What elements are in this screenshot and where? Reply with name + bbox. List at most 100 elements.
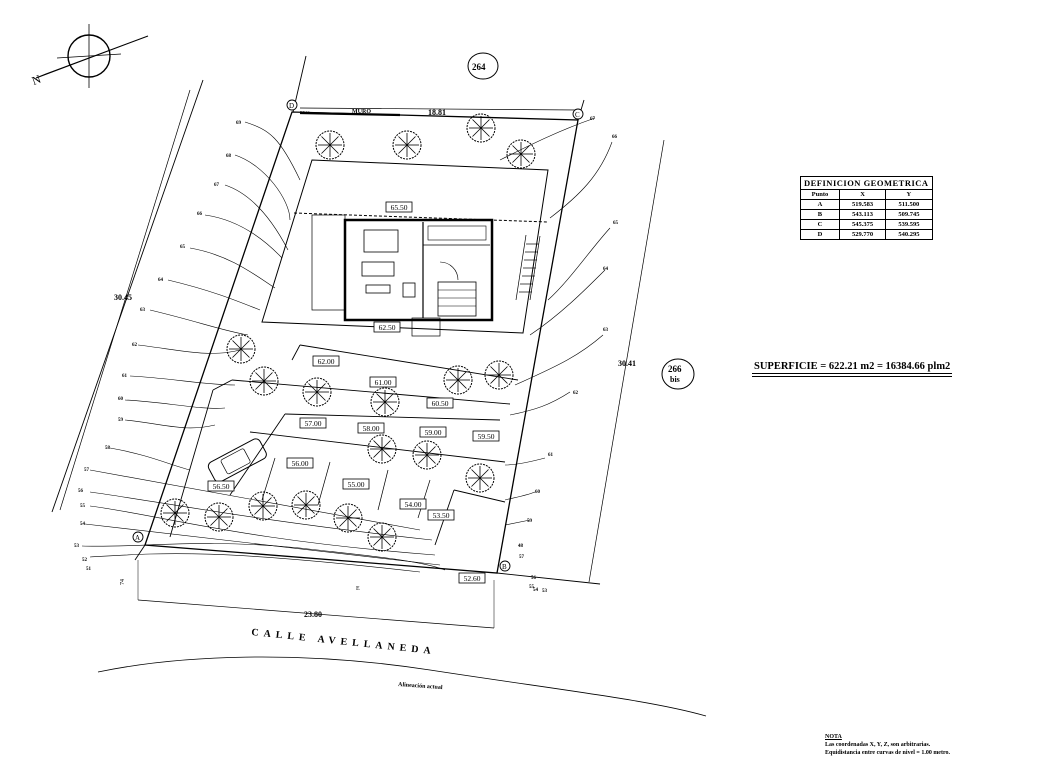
contour-label: 62 (573, 391, 579, 396)
elevation-label: 56.00 (292, 459, 309, 468)
contour-label: 54 (533, 588, 539, 593)
contour-label: 66 (197, 212, 203, 217)
tree-icon (333, 503, 363, 533)
elevation-box (207, 480, 235, 492)
tree-icon (291, 490, 321, 520)
contour-label: 68 (226, 154, 232, 159)
elevation-box (399, 498, 427, 510)
dimension-bottom-label: 23.80 (304, 610, 322, 619)
table-cell: 519.583 (838, 199, 887, 210)
table-cell: B (800, 209, 840, 220)
tree-icon (204, 502, 234, 532)
contour-label: 65 (180, 245, 186, 250)
contour-label: 54 (80, 522, 86, 527)
elevation-label: 65.50 (391, 203, 408, 212)
north-label: N (30, 72, 43, 88)
elevation-label: 56.50 (213, 482, 230, 491)
parcel-boundary (144, 111, 579, 574)
elevation-label: 62.00 (318, 357, 335, 366)
table-cell: 540.295 (885, 229, 933, 240)
car-icon (207, 438, 267, 483)
table-cell: 543.113 (838, 209, 887, 220)
contour-label: 55 (529, 585, 535, 590)
tree-icon (443, 365, 473, 395)
contour-label: 57 (84, 468, 90, 473)
misc-74-label: 74 (120, 579, 126, 585)
elevation-box (357, 422, 385, 434)
parcel-264-label: 264 (472, 62, 486, 72)
geometry-header-y: Y (885, 189, 933, 200)
elevation-label: 58.00 (363, 424, 380, 433)
elevation-box (426, 397, 454, 409)
contour-label: 59 (527, 519, 533, 524)
elevation-label: 59.50 (478, 432, 495, 441)
contour-label: 60 (535, 490, 541, 495)
tree-icon (315, 130, 345, 160)
note-block: NOTA Las coordenadas X, Y, Z, son arbitr… (825, 733, 950, 757)
contour-label: 67 (214, 183, 220, 188)
elevation-box (385, 201, 413, 213)
dimension-left-label: 30.45 (114, 293, 132, 302)
wall-label: MURO (352, 109, 371, 115)
elevation-box (373, 321, 401, 333)
elevation-box (286, 457, 314, 469)
contour-labels: 6968676665646362616059585756555453525167… (74, 117, 619, 594)
elevation-label: 57.00 (305, 419, 322, 428)
tree-icon (506, 139, 536, 169)
note-line-1: Las coordenadas X, Y, Z, son arbitrarias… (825, 742, 931, 748)
elevation-label: 55.00 (348, 480, 365, 489)
tree-icon (248, 491, 278, 521)
tree-icon (484, 360, 514, 390)
dimension-top (299, 107, 579, 111)
table-cell: D (800, 229, 840, 240)
contour-label: 58 (105, 446, 111, 451)
contour-label: 57 (519, 555, 525, 560)
contour-label: 64 (603, 267, 609, 272)
elevation-box (312, 355, 340, 367)
table-cell: 509.745 (885, 209, 933, 220)
geometry-header-x: X (838, 189, 887, 200)
tree-icon (160, 498, 190, 528)
contour-label: 59 (118, 418, 124, 423)
elevation-box (427, 509, 455, 521)
contour-label: 69 (236, 121, 242, 126)
contour-label: 65 (613, 221, 619, 226)
contour-label: 51 (86, 567, 92, 572)
contour-label: 61 (548, 453, 554, 458)
table-cell: A (800, 199, 840, 210)
table-cell: 511.500 (885, 199, 933, 210)
contour-label: 55 (80, 504, 86, 509)
tree-icon (367, 434, 397, 464)
vertex-a: A (135, 534, 140, 542)
table-cell: 539.595 (885, 219, 933, 230)
dimension-top-label: 18.81 (428, 108, 446, 117)
contour-label: 63 (140, 308, 146, 313)
note-line-2: Equidistancia entre curvas de nivel = 1.… (825, 750, 951, 756)
elevation-box (472, 430, 500, 442)
contour-label: 48 (518, 544, 524, 549)
contour-label: 64 (158, 278, 164, 283)
wall-small-label: ENAL (300, 110, 311, 115)
contour-label: 66 (612, 135, 618, 140)
tree-icon (302, 377, 332, 407)
vertex-b: B (502, 563, 507, 571)
elevation-label: 61.00 (375, 378, 392, 387)
elevation-label: 53.50 (433, 511, 450, 520)
contour-label: 52 (82, 558, 88, 563)
tree-icon (465, 463, 495, 493)
table-row: D 529.770 540.295 (800, 229, 933, 240)
table-row: C 545.375 539.595 (800, 219, 933, 230)
contour-label: 67 (590, 117, 596, 122)
table-row: A 519.583 511.500 (800, 199, 933, 210)
table-row: B 543.113 509.745 (800, 209, 933, 220)
tree-icon (367, 522, 397, 552)
north-arrow-icon (35, 24, 149, 88)
contour-label: 62 (132, 343, 138, 348)
tree-icon (412, 440, 442, 470)
table-cell: 545.375 (838, 219, 887, 230)
tree-icon (466, 113, 496, 143)
tree-icon (392, 130, 422, 160)
